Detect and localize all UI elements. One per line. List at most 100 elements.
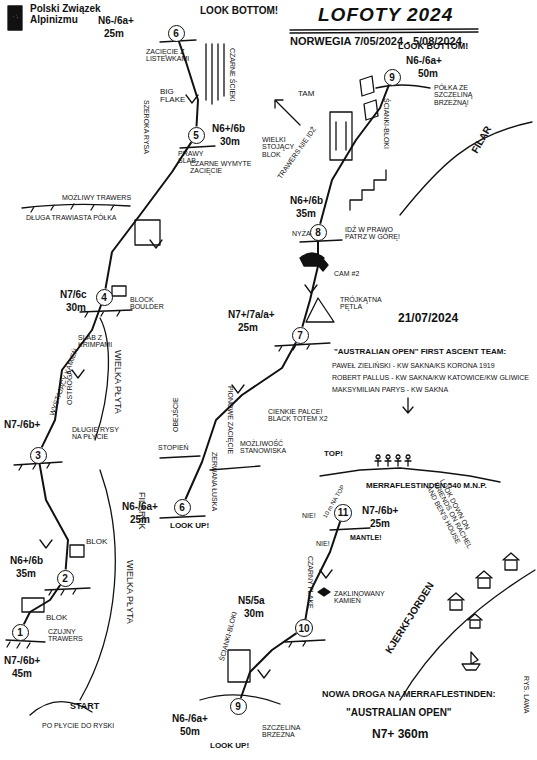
route-line [302, 241, 318, 327]
belay-station: 5 [188, 127, 205, 144]
annotation-text: MAKSYMILIAN PARYS - KW SAKNA [332, 386, 448, 393]
annotation-text: NIE! [316, 540, 330, 547]
station-number: 11 [338, 507, 349, 518]
annotation-text: N6-/6a+ [172, 714, 208, 725]
black-streaks [206, 44, 224, 104]
annotation-text: MOŻLIWOŚĆ STANOWISKA [240, 440, 295, 455]
houses [448, 553, 519, 628]
boat [462, 652, 480, 670]
annotation-text: N7-/6b+ [4, 656, 40, 667]
block [112, 286, 126, 296]
ledge [285, 640, 325, 647]
annotation-text: LOOK UP! [210, 742, 249, 750]
ledge [45, 588, 90, 595]
annotation-text: NIE! [302, 512, 316, 519]
arrow-down [403, 398, 413, 413]
block [70, 545, 84, 557]
ledge [275, 343, 330, 351]
niche [300, 253, 324, 266]
ledge [160, 516, 205, 518]
annotation-text: SZCZELINA BRZEŻNA [262, 724, 302, 739]
chevron [40, 95, 198, 548]
station-number: 10 [298, 623, 309, 634]
standing-block [330, 112, 352, 160]
annotation-text: MOŻLIWY TRAWERS [62, 194, 131, 201]
title-text: LOFOTY 2024 [318, 4, 453, 26]
annotation-text: WIELKA PŁYTA [113, 350, 122, 414]
belay-station: 3 [30, 447, 47, 464]
station-number: 5 [193, 130, 199, 141]
belay-station: 10 [295, 619, 313, 637]
slab-arc [80, 470, 115, 700]
annotation-text: DŁUGA TRAWIASTA PÓŁKA [26, 214, 117, 221]
station-number: 6 [179, 502, 185, 513]
logo-figure [8, 6, 22, 30]
annotation-text: 30m [220, 137, 240, 148]
annotation-text: START [70, 702, 99, 711]
annotation-text: ŚCIANKI-BLOKI [383, 98, 390, 149]
annotation-text: OBEJŚCIE [172, 397, 179, 432]
annotation-text: DŁUGIE RYSY NA PŁYCIE [72, 426, 124, 441]
annotation-text: NYŻA [292, 230, 311, 237]
annotation-text: CZARNY FLAKE [307, 556, 314, 609]
annotation-text: ZAKLINOWANY KAMIEŃ [334, 590, 384, 605]
annotation-text: BIG FLAKE [160, 88, 192, 105]
station-number: 8 [315, 227, 321, 238]
annotation-text: PAWEŁ ZIELIŃSKI - KW SAKNA/KS KORONA 191… [332, 362, 495, 369]
title-underline [290, 29, 478, 33]
annotation-text: WIELKA PŁYTA [125, 560, 134, 624]
station-number: 4 [101, 292, 107, 303]
ledge [6, 640, 45, 648]
annotation-text: TRÓJKĄTNA PĘTLA [340, 296, 385, 311]
annotation-text: STOPIEŃ [158, 444, 189, 451]
station-number: 3 [35, 450, 41, 461]
annotation-text: ZACIĘCIE Z LISTEWKAMI [146, 48, 204, 63]
annotation-text: TOP! [324, 450, 343, 458]
annotation-text: 50m [418, 69, 438, 80]
station-number: 9 [389, 72, 395, 83]
annotation-text: N7/6c [60, 290, 87, 301]
traverse-arrow [275, 100, 300, 125]
annotation-text: PO PŁYCIE DO RYSKI [42, 722, 114, 729]
annotation-text: CZARNE ŚCIEKI [229, 48, 236, 102]
annotation-text: BLOK [46, 614, 67, 622]
annotation-text: 45m [12, 669, 32, 680]
annotation-text: N6-/6a+ [98, 16, 134, 27]
annotation-text: N6-/6a+ [122, 502, 158, 513]
annotation-text: 21/07/2024 [398, 312, 458, 325]
annotation-text: WYSTAJĄCY KAMIEŃ [48, 347, 79, 416]
annotation-text: CZUJNY TRAWERS [48, 628, 88, 643]
pillar-arc [400, 122, 532, 215]
route-line [241, 633, 297, 698]
annotation-text: NOWA DROGA NA MERRAFLESTINDEN: [322, 690, 496, 699]
belay-station: 9 [384, 69, 401, 86]
ledge [376, 85, 430, 88]
ledge [22, 204, 130, 212]
annotation-text: BLOK [86, 538, 107, 546]
annotation-text: IDŹ W PRAWO PATRZ W GÓRĘ! [345, 226, 403, 241]
annotation-text: PÓŁKA ZE SZCZELINĄ BRZEŻNĄ! [434, 84, 492, 106]
annotation-text: N7+ 360m [372, 728, 428, 741]
annotation-text: WIELKI STOJĄCY BLOK [262, 136, 314, 158]
summit-ridge [320, 468, 500, 482]
annotation-text: 25m [130, 515, 150, 526]
stairs [350, 170, 386, 210]
annotation-text: ROBERT PALLUS - KW SAKNA/KW KATOWICE/KW … [332, 374, 529, 381]
annotation-text: SZEROKA RYSA [143, 100, 150, 154]
annotation-text: 35m [296, 209, 316, 220]
annotation-text: Polski Związek Alpinizmu [30, 4, 102, 25]
station-number: 2 [62, 573, 68, 584]
annotation-text: N7+/7a/a+ [228, 310, 275, 321]
annotation-text: N6+/6b [10, 556, 43, 567]
annotation-text: CZARNE WYMYTE ZACIĘCIE [190, 160, 260, 175]
annotation-text: N6+/6b [290, 196, 323, 207]
station-number: 9 [235, 701, 241, 712]
annotation-text: MANTLE! [350, 534, 382, 541]
annotation-text: 25m [370, 519, 390, 530]
annotation-text: LOOK BOTTOM! [200, 6, 278, 17]
annotation-text: 30m [244, 609, 264, 620]
annotation-text: TAM [298, 90, 314, 98]
station-number: 1 [17, 627, 23, 638]
route-line [42, 305, 101, 447]
